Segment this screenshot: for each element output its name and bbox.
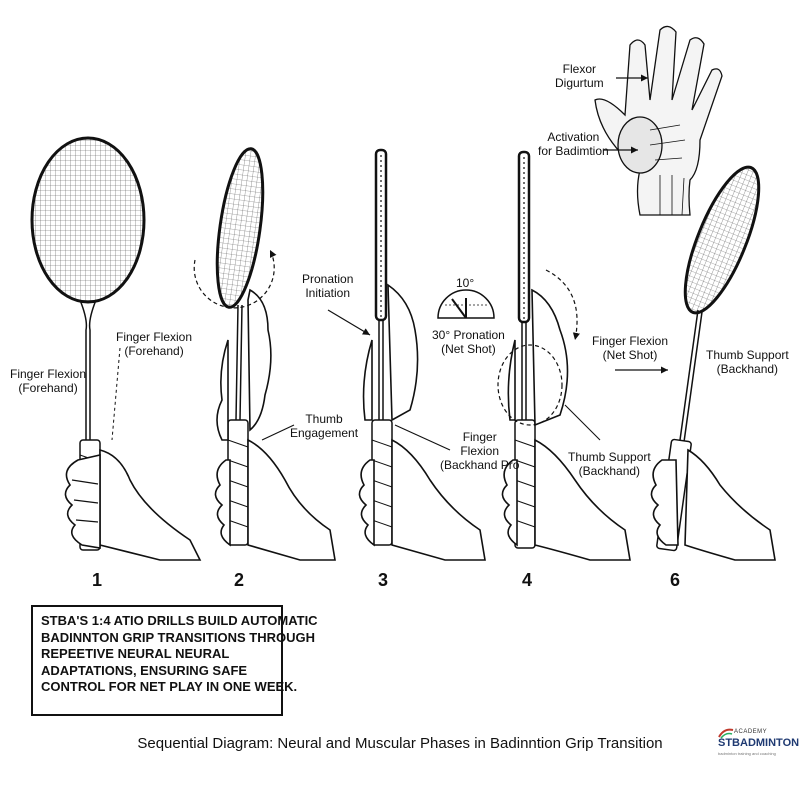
label-finger-flexion-forehand-b: Finger Flexion(Forehand) [10, 367, 87, 395]
callout-line: REPEETIVE NEURAL NEURAL [41, 646, 230, 661]
rotation-circle-4 [497, 344, 563, 426]
label-pronation-30: 30° Pronation(Net Shot) [432, 328, 505, 356]
racket-3 [371, 148, 393, 546]
step-number-4: 4 [521, 570, 532, 590]
thumb-engagement-leader [261, 424, 295, 441]
step-number-6: 6 [669, 570, 680, 590]
finger-flexion-leader [394, 424, 451, 451]
callout-line: STBA'S 1:4 ATIO DRILLS BUILD AUTOMATIC [41, 613, 318, 628]
callout-line: CONTROL FOR NET PLAY IN ONE WEEK. [41, 679, 298, 694]
label-thumb-support-backhand-b: Thumb Support(Backhand) [706, 348, 789, 376]
logo-swoosh-icon [718, 728, 734, 739]
label-finger-flexion-forehand-a: Finger Flexion(Forehand) [116, 330, 193, 358]
label-finger-flexion-netshot: Finger Flexion(Net Shot) [592, 334, 669, 362]
step-number-2: 2 [233, 570, 244, 590]
angle-gauge-icon [437, 289, 495, 319]
logo-line-3: badminton training and coaching [718, 751, 776, 756]
step-number-3: 3 [377, 570, 388, 590]
diagram-caption: Sequential Diagram: Neural and Muscular … [137, 735, 663, 752]
label-angle-value: 10° [456, 276, 475, 290]
racket-4 [514, 150, 536, 549]
label-thumb-support-backhand-a: Thumb Support(Backhand) [568, 450, 651, 478]
racket-2 [215, 147, 265, 546]
rotation-arrow-2 [193, 249, 277, 309]
callout-line: BADINNTON GRIP TRANSITIONS THROUGH [41, 629, 315, 645]
hand-4 [501, 288, 631, 561]
callout-line: ADAPTATIONS, ENSURING SAFE [41, 662, 248, 678]
academy-logo: ACADEMY STBADMINTON badminton training a… [716, 727, 799, 761]
logo-line-1: ACADEMY [734, 729, 768, 735]
logo-line-2: STBADMINTON [718, 737, 800, 749]
hand-3 [358, 283, 486, 561]
hand-1 [64, 448, 202, 561]
rotation-arrow-4a [545, 269, 580, 341]
hand-2 [214, 288, 336, 561]
thumb-support-leader [564, 404, 601, 441]
forehand-leader [111, 347, 121, 441]
callout-box: STBA'S 1:4 ATIO DRILLS BUILD AUTOMATIC B… [31, 605, 318, 716]
step-number-1: 1 [91, 570, 102, 590]
hand-6 [650, 448, 776, 561]
anatomy-hand [594, 25, 723, 216]
pronation-arrow [327, 309, 371, 336]
